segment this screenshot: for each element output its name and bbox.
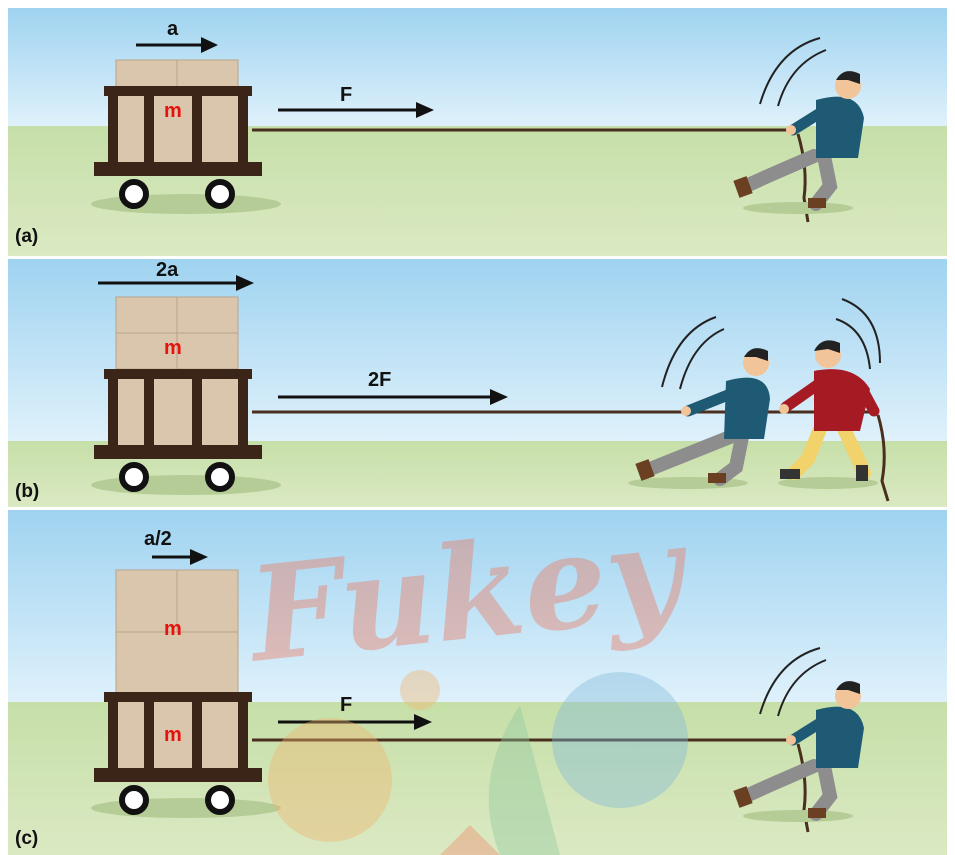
mass-label-lower: m [164,724,182,747]
cart-base [94,768,262,782]
acceleration-label: 2a [156,259,178,282]
force-label: 2F [368,369,391,392]
acceleration-label: a/2 [144,528,172,551]
force-label: F [340,84,352,107]
scene-b [8,259,947,507]
force-label: F [340,694,352,717]
acceleration-label: a [167,18,178,41]
panel-label: (c) [15,828,38,850]
panel-a: (a) a F m [8,8,947,256]
cart-base [94,445,262,459]
panel-label: (a) [15,226,38,248]
wheel-left [122,465,146,489]
mass-label: m [164,337,182,360]
panel-b: (b) 2a 2F m [8,259,947,507]
cart-base [94,162,262,176]
cart-rail-top [104,369,252,379]
wheel-right [208,788,232,812]
scene-a [8,8,947,256]
wheel-left [122,182,146,206]
box-top-lower [116,632,238,694]
panel-c: (c) a/2 F m m [8,510,947,855]
wheel-right [208,182,232,206]
mass-label: m [164,100,182,123]
cart-rail-top [104,86,252,96]
mass-label-upper: m [164,618,182,641]
panel-label: (b) [15,481,39,503]
wheel-right [208,465,232,489]
wheel-left [122,788,146,812]
scene-c [8,510,947,855]
cart-rail-top [104,692,252,702]
